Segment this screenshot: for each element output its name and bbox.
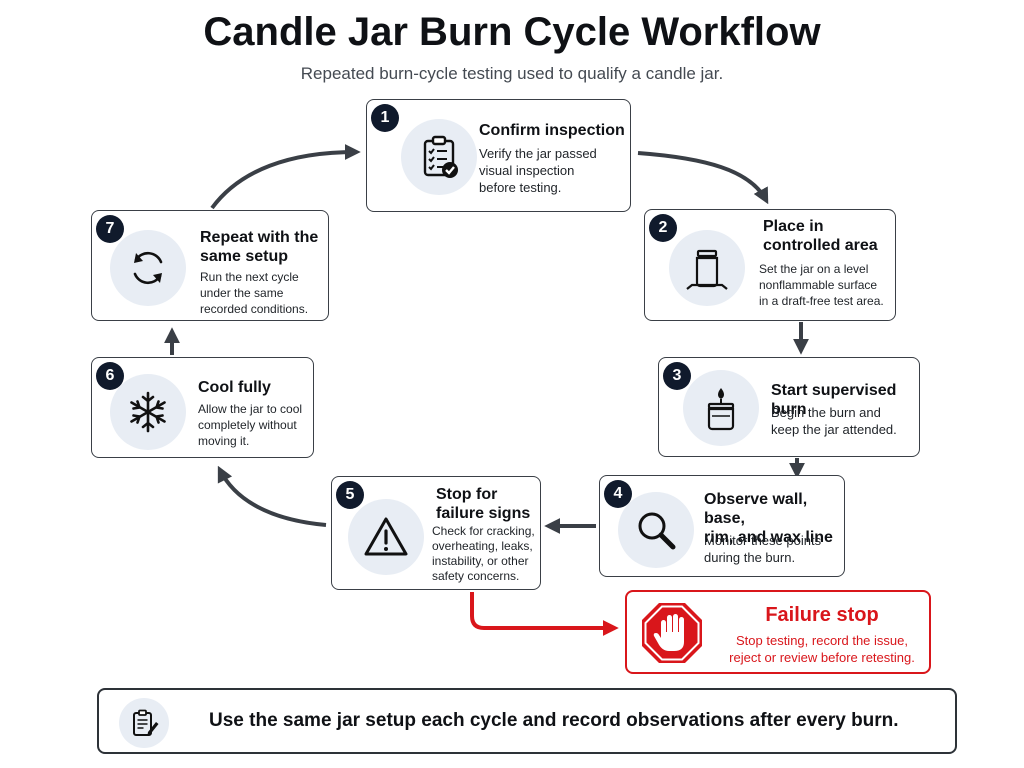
step-2-description: Set the jar on a level nonflammable surf…	[759, 262, 884, 308]
step-3-description: Begin the burn and keep the jar attended…	[771, 405, 897, 437]
refresh-icon	[110, 230, 186, 306]
arrow-step5-to-step6	[217, 465, 327, 527]
clipboard-pen-icon	[119, 698, 169, 748]
step-5-stop-for-failure-signs: 5 Stop for failure signs Check for crack…	[331, 476, 541, 590]
page-subtitle: Repeated burn-cycle testing used to qual…	[300, 64, 724, 83]
jar-icon	[669, 230, 745, 306]
step-3-badge: 3	[663, 362, 691, 390]
step-5-description: Check for cracking, overheating, leaks, …	[432, 524, 535, 583]
bottom-note-text: Use the same jar setup each cycle and re…	[209, 710, 899, 731]
step-6-cool-fully: 6 Cool fully Allow the jar to cool compl…	[91, 357, 314, 458]
step-4-description: Monitor these points during the burn.	[704, 533, 822, 565]
step-7-badge: 7	[96, 215, 124, 243]
snowflake-icon	[110, 374, 186, 450]
stop-hand-icon	[639, 600, 705, 666]
step-6-description: Allow the jar to cool completely without…	[198, 402, 303, 448]
step-1-title: Confirm inspection	[479, 122, 625, 139]
failure-stop-description: Stop testing, record the issue, reject o…	[729, 633, 915, 665]
step-5-title: Stop for failure signs	[436, 486, 531, 522]
arrow-step1-to-step2	[637, 151, 769, 205]
step-2-badge: 2	[649, 214, 677, 242]
step-2-place-in-controlled-area: 2 Place in controlled area Set the jar o…	[644, 209, 896, 321]
step-3-start-supervised-burn: 3 Start supervised burn Begin the burn a…	[658, 357, 920, 457]
step-4-title: Observe wall, base, rim, and wax line	[704, 491, 833, 546]
warning-icon	[348, 499, 424, 575]
step-7-title: Repeat with the same setup	[200, 229, 319, 265]
step-5-badge: 5	[336, 481, 364, 509]
arrow-step5-to-failure	[470, 592, 619, 636]
clipboard-check-icon	[401, 119, 477, 195]
failure-stop-box: Failure stop Stop testing, record the is…	[625, 590, 931, 674]
step-3-title: Start supervised burn	[771, 382, 897, 418]
bottom-note-box: Use the same jar setup each cycle and re…	[97, 688, 957, 754]
step-4-observe-wall-base-rim: 4 Observe wall, base, rim, and wax line …	[599, 475, 845, 577]
step-1-description: Verify the jar passed visual inspection …	[479, 146, 597, 195]
step-1-confirm-inspection: 1 Confirm inspection Verify the jar pass…	[366, 99, 631, 212]
failure-stop-title: Failure stop	[765, 604, 879, 626]
magnifier-icon	[618, 492, 694, 568]
arrow-step7-to-step1	[210, 144, 361, 210]
step-7-description: Run the next cycle under the same record…	[200, 270, 309, 316]
step-1-badge: 1	[371, 104, 399, 132]
step-6-title: Cool fully	[198, 379, 271, 396]
page-title: Candle Jar Burn Cycle Workflow	[203, 10, 821, 54]
step-2-title: Place in controlled area	[763, 218, 878, 254]
lit-candle-icon	[683, 370, 759, 446]
step-7-repeat-same-setup: 7 Repeat with the same setup Run the nex…	[91, 210, 329, 321]
